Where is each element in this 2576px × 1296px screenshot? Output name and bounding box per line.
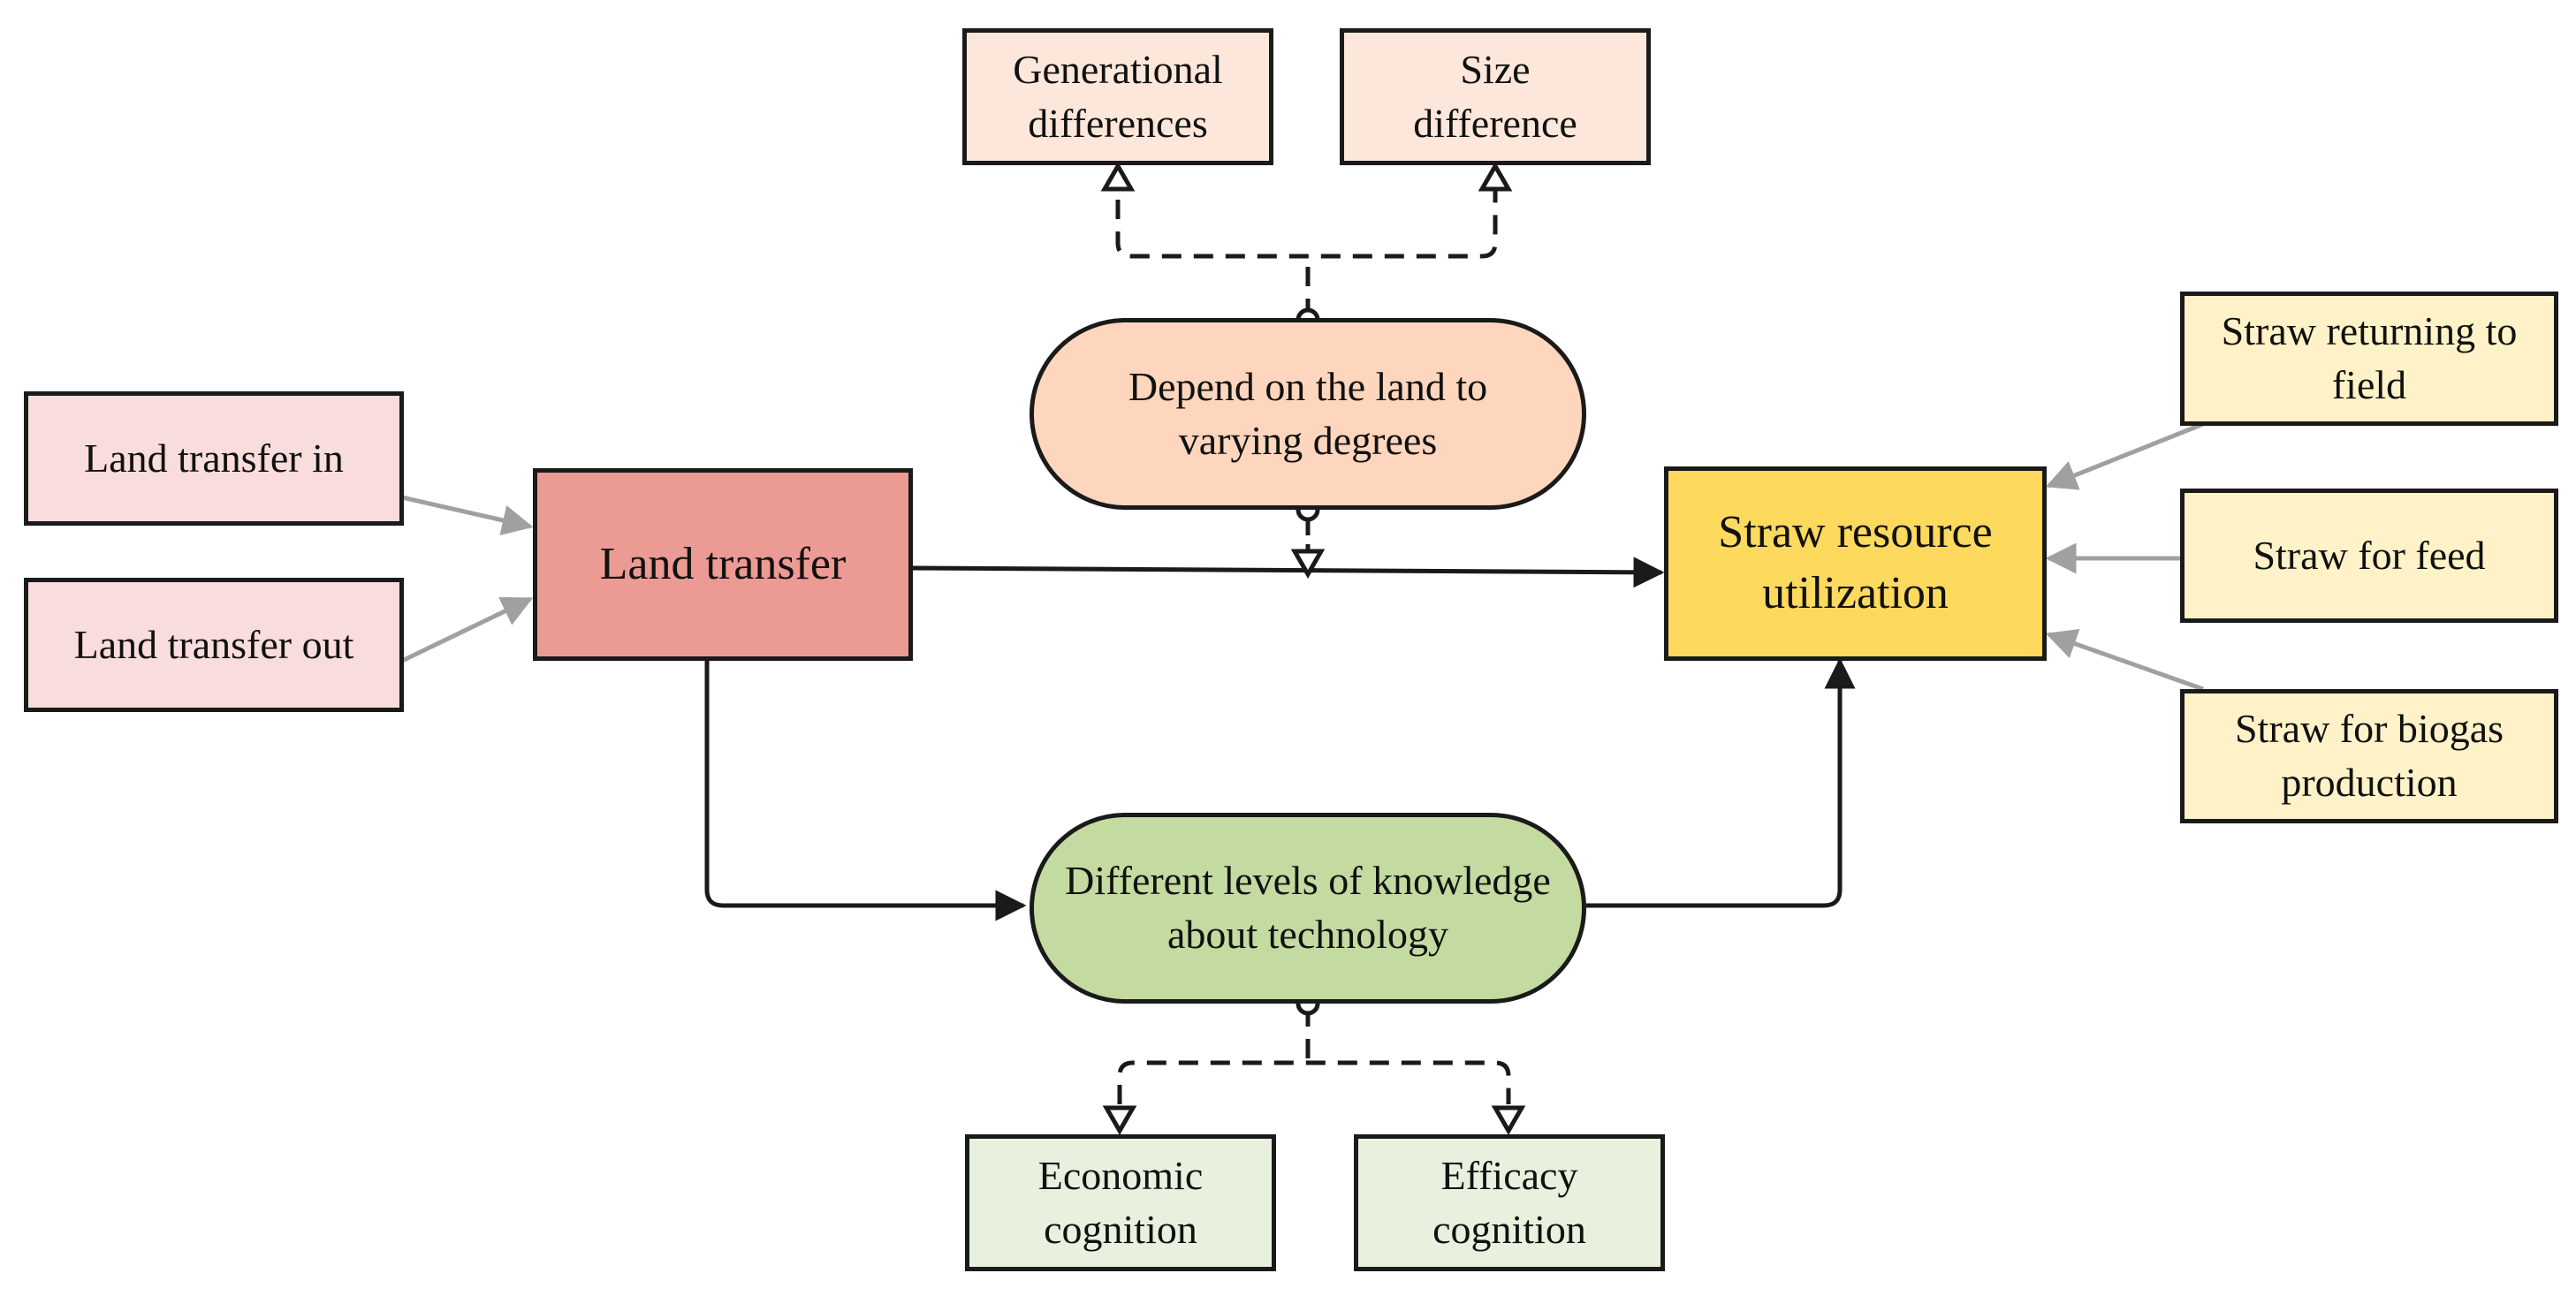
arrow-land-to-straw bbox=[911, 557, 1665, 588]
knowledge-technology-pill: Different levels of knowledge about tech… bbox=[1030, 813, 1586, 1004]
land-transfer-box: Land transfer bbox=[533, 468, 913, 661]
knowledge-technology-label: Different levels of knowledge about tech… bbox=[1065, 858, 1551, 957]
hollow-arrow-efficacy bbox=[1491, 1105, 1526, 1136]
arrow-in-to-land-transfer bbox=[401, 495, 534, 536]
hollow-arrow-depend-main bbox=[1290, 549, 1326, 580]
efficacy-cognition-label: Efficacy cognition bbox=[1432, 1152, 1586, 1252]
straw-resource-utilization-box: Straw resource utilization bbox=[1664, 466, 2047, 661]
dashed-knowledge-to-factors bbox=[1117, 1007, 1511, 1104]
arrow-knowledge-to-straw bbox=[1586, 657, 1856, 908]
economic-cognition-box: Economic cognition bbox=[965, 1134, 1276, 1271]
arrow-returning-to-straw bbox=[2045, 421, 2204, 490]
economic-cognition-label: Economic cognition bbox=[1037, 1152, 1204, 1252]
arrow-biogas-to-straw bbox=[2045, 629, 2204, 692]
size-difference-box: Size difference bbox=[1340, 28, 1651, 165]
arrow-out-to-land-transfer bbox=[400, 596, 534, 663]
land-transfer-out-box: Land transfer out bbox=[24, 578, 404, 712]
hollow-arrow-generational bbox=[1100, 161, 1136, 192]
straw-resource-utilization-label: Straw resource utilization bbox=[1718, 507, 1993, 618]
hollow-arrow-economic bbox=[1102, 1105, 1137, 1136]
depend-on-land-label: Depend on the land to varying degrees bbox=[1128, 363, 1488, 463]
straw-biogas-label: Straw for biogas production bbox=[2234, 706, 2504, 805]
straw-feed-label: Straw for feed bbox=[2253, 532, 2486, 578]
straw-feed-box: Straw for feed bbox=[2180, 489, 2558, 623]
straw-biogas-box: Straw for biogas production bbox=[2180, 689, 2558, 823]
depend-on-land-pill: Depend on the land to varying degrees bbox=[1030, 318, 1586, 510]
land-transfer-in-label: Land transfer in bbox=[84, 435, 344, 481]
land-transfer-label: Land transfer bbox=[599, 538, 847, 589]
arrow-land-to-knowledge bbox=[704, 661, 1027, 921]
land-transfer-in-box: Land transfer in bbox=[24, 391, 404, 526]
efficacy-cognition-box: Efficacy cognition bbox=[1354, 1134, 1665, 1271]
straw-returning-label: Straw returning to field bbox=[2221, 308, 2518, 407]
land-transfer-out-label: Land transfer out bbox=[73, 621, 354, 667]
dashed-depend-to-factors bbox=[1115, 168, 1498, 318]
straw-returning-box: Straw returning to field bbox=[2180, 292, 2558, 426]
size-difference-label: Size difference bbox=[1413, 46, 1577, 146]
generational-differences-label: Generational differences bbox=[1013, 46, 1223, 146]
hollow-arrow-size bbox=[1478, 161, 1513, 192]
generational-differences-box: Generational differences bbox=[962, 28, 1273, 165]
